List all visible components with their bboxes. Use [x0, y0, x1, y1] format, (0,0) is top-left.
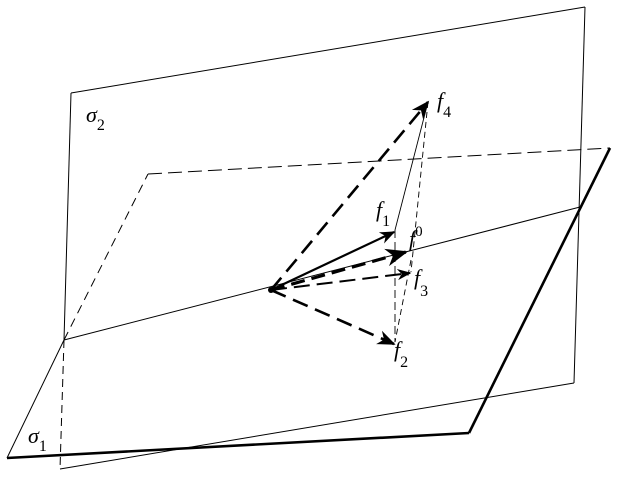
plane-sigma1	[6, 147, 612, 460]
label-f0: f0	[409, 224, 423, 251]
label-f1: f1	[376, 197, 390, 230]
vector-f4	[270, 100, 430, 291]
label-f3: f3	[414, 265, 428, 300]
intersection-line	[63, 206, 581, 341]
label-sigma2: σ2	[86, 102, 105, 134]
vectors	[268, 100, 430, 346]
origin-point	[268, 287, 274, 293]
label-sigma1: σ1	[28, 423, 47, 455]
label-f4: f4	[437, 88, 451, 121]
projection-lines	[394, 101, 429, 343]
vector-f0	[270, 248, 409, 292]
label-f2: f2	[394, 337, 408, 371]
vector-f2	[270, 288, 396, 346]
plane-sigma2	[59, 6, 586, 470]
vector-f1	[270, 231, 396, 291]
vector-f3	[270, 268, 412, 291]
